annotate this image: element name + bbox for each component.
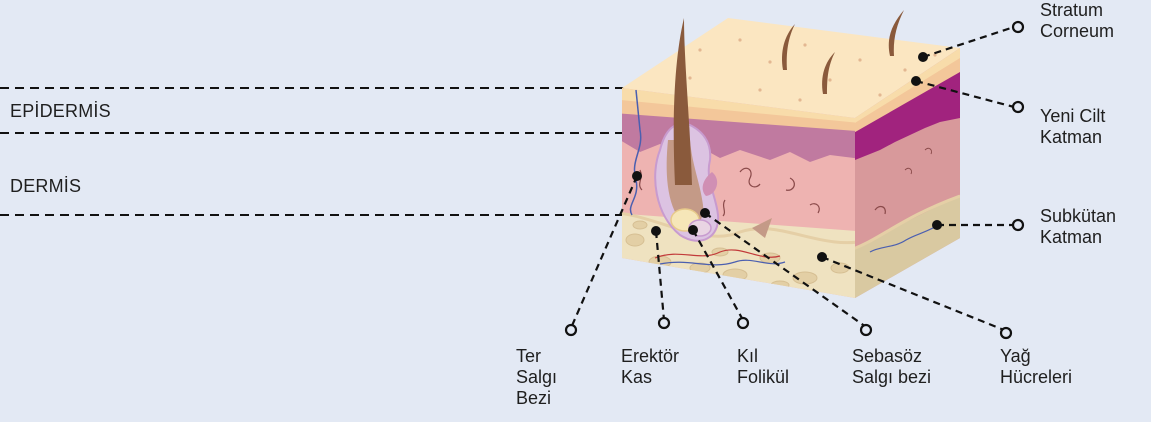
erector-muscle-label: Erektör Kas (621, 346, 679, 388)
stratum-corneum-dot (918, 52, 928, 62)
epidermis-label: EPİDERMİS (10, 101, 111, 122)
stratum-corneum-label: Stratum Corneum (1040, 0, 1114, 42)
sebaceous-gland-label: Sebasöz Salgı bezi (852, 346, 931, 388)
sweat-gland-dot (632, 171, 642, 181)
hair-follicle-dot (688, 225, 698, 235)
sweat-gland-label: Ter Salgı Bezi (516, 346, 557, 409)
dermis-label: DERMİS (10, 176, 81, 197)
new-skin-layer-label: Yeni Cilt Katman (1040, 106, 1105, 148)
erector-muscle-dot (651, 226, 661, 236)
fat-cells-dot (817, 252, 827, 262)
subcutaneous-layer-label: Subkütan Katman (1040, 206, 1116, 248)
hair-follicle-label: Kıl Folikül (737, 346, 789, 388)
sebaceous-gland-dot (700, 208, 710, 218)
subcutaneous-dot (932, 220, 942, 230)
new-skin-layer-dot (911, 76, 921, 86)
fat-cells-label: Yağ Hücreleri (1000, 346, 1072, 388)
